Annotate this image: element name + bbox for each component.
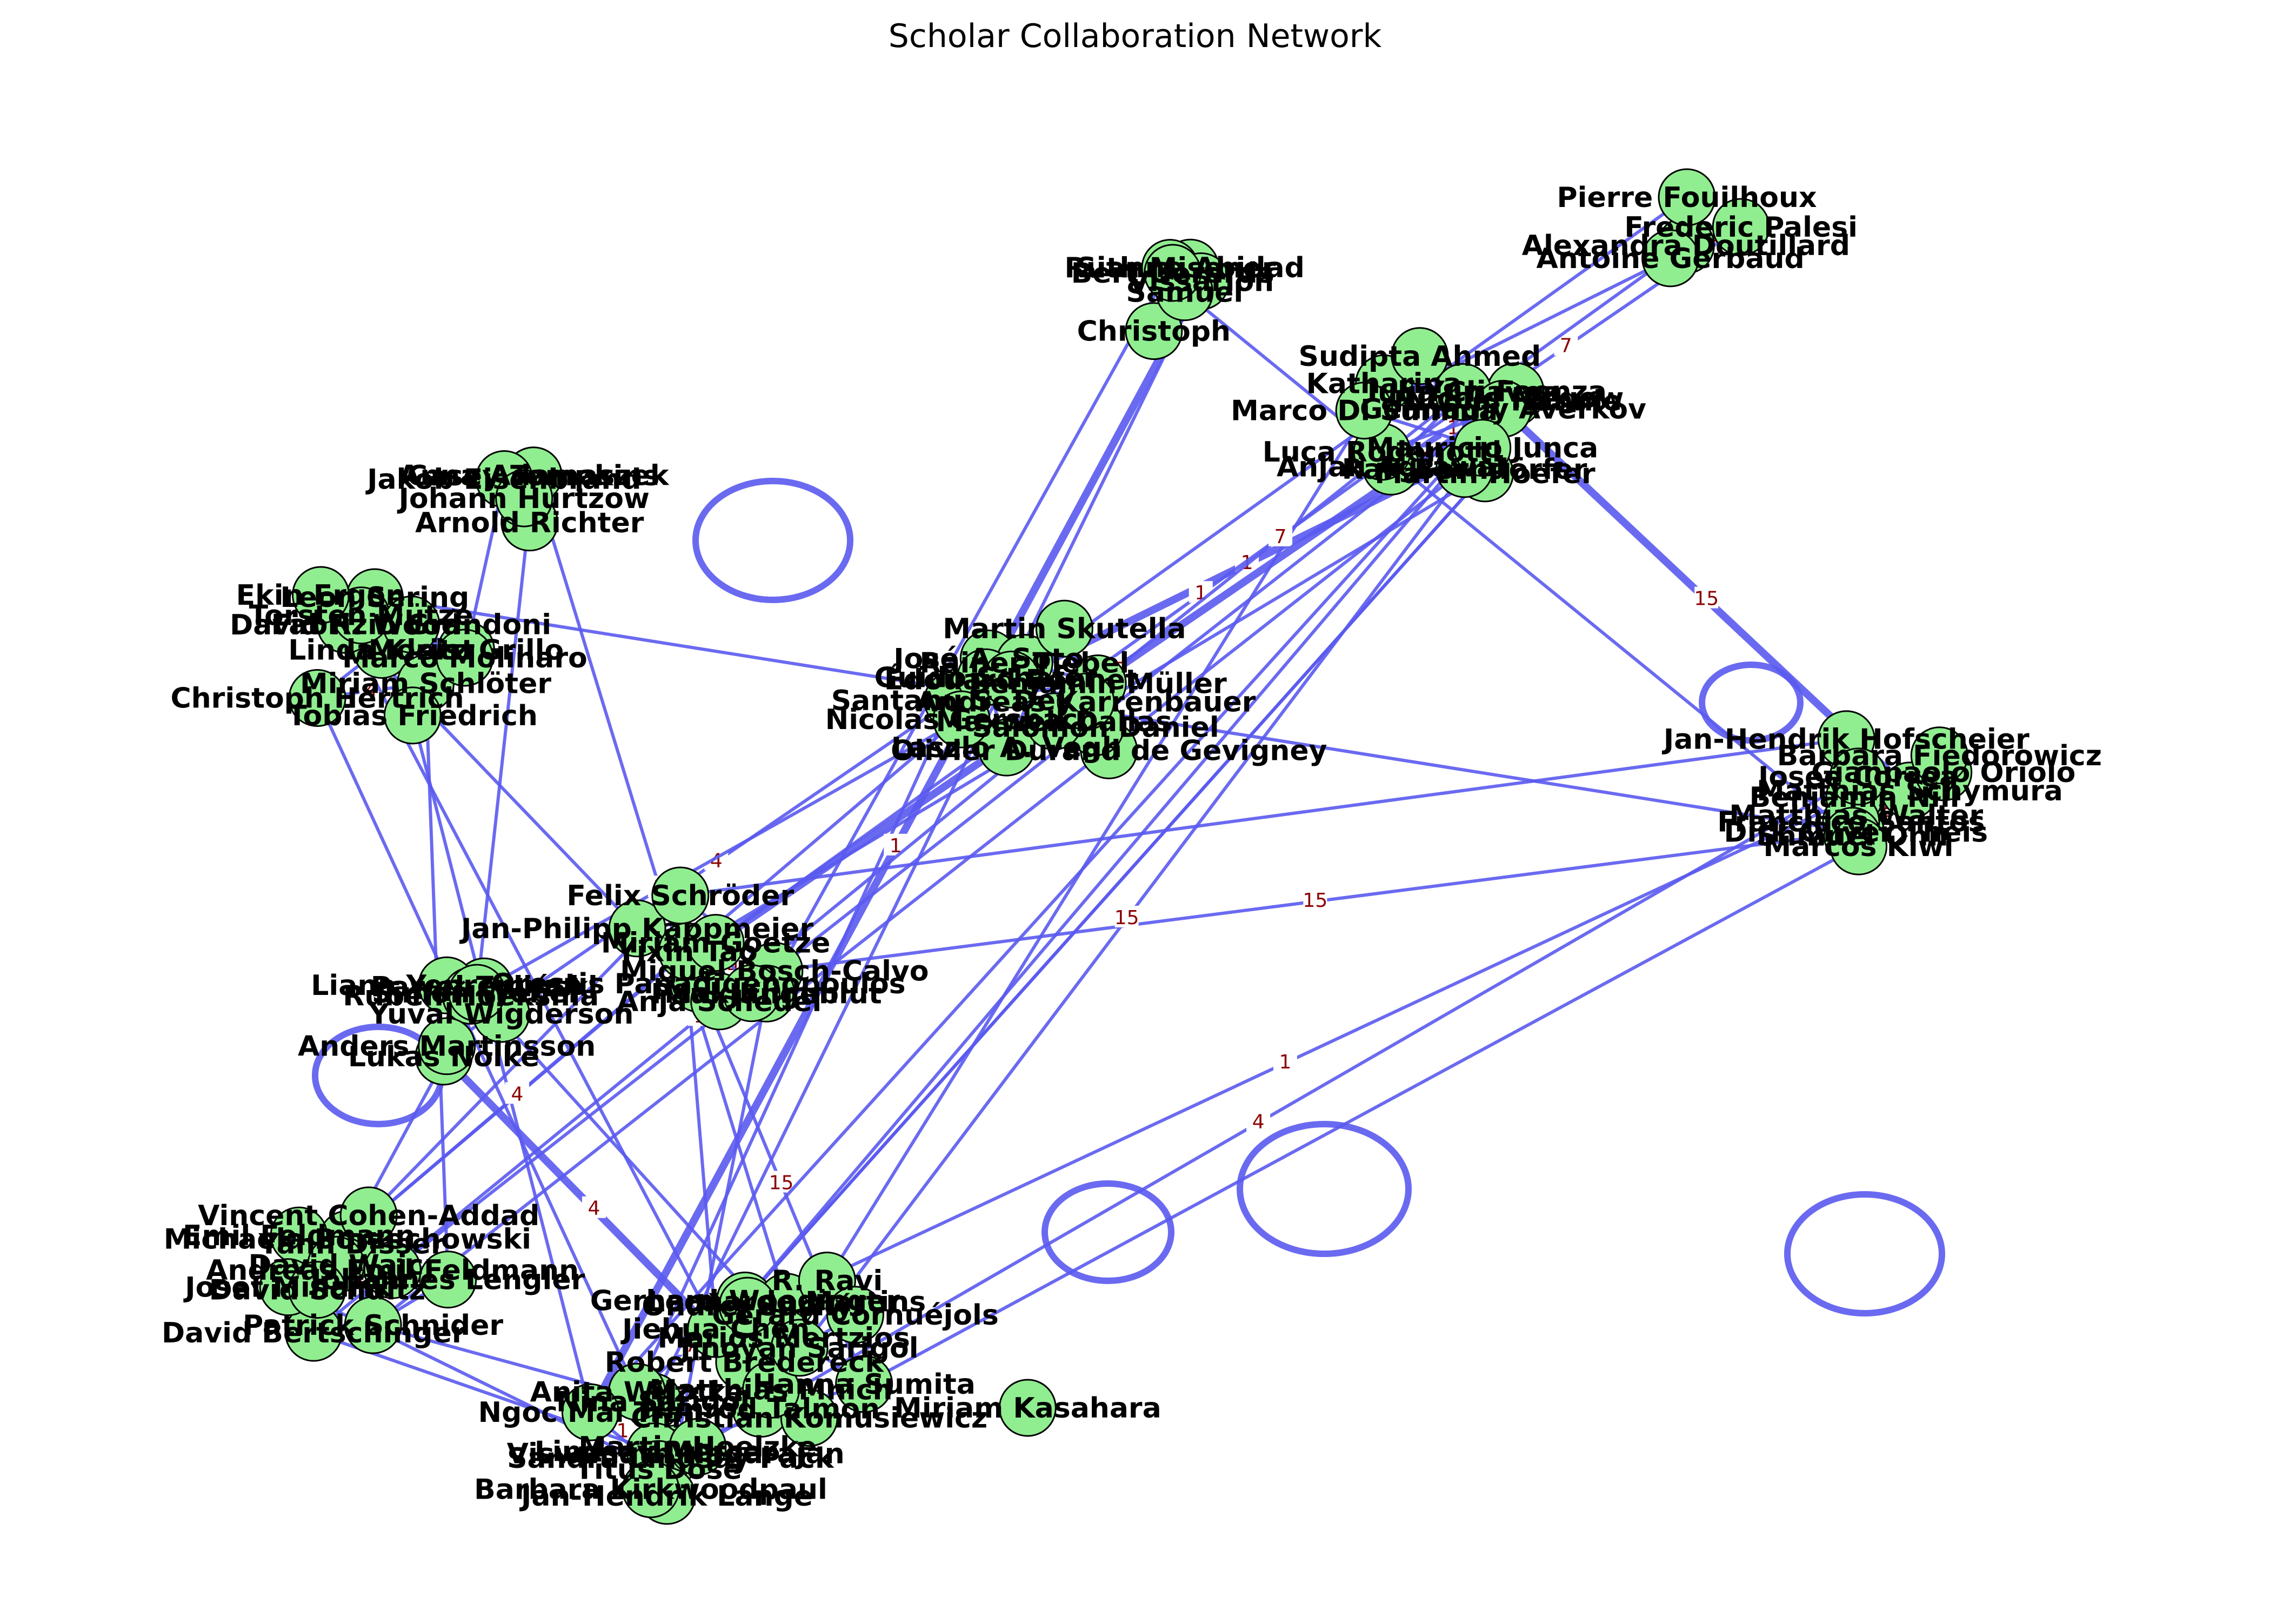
self-loop-edge <box>1240 1124 1408 1254</box>
edge-weight-label: 4 <box>511 1083 523 1105</box>
scholar-name-label: R. Ravi <box>771 1265 883 1298</box>
edge <box>745 409 1503 1300</box>
scholar-name-label: Ekin Ergen <box>236 579 406 612</box>
edge-weight-label: 4 <box>588 1198 600 1220</box>
scholar-name-label: Barbara Kirkwoodpaul <box>474 1474 827 1506</box>
edge-weight-label: 7 <box>1560 335 1572 357</box>
scholar-name-label: David Schultz <box>209 1274 426 1307</box>
scholar-name-label: Mauricio Junca <box>1366 432 1598 465</box>
scholar-name-label: Miriam Kasahara <box>894 1392 1161 1425</box>
scholar-name-label: Bert Gerards <box>1071 257 1274 290</box>
scholar-name-label: Christoph <box>1077 316 1231 348</box>
scholar-name-label: Martin Skutella <box>943 613 1186 645</box>
scholar-name-label: Felix Schröder <box>566 880 794 912</box>
scholar-name-label: Anders Martinsson <box>298 1031 596 1063</box>
nodes-layer <box>260 169 1972 1524</box>
scholar-name-label: Antoine Gerbaud <box>1537 243 1805 275</box>
chart-title: Scholar Collaboration Network <box>0 17 2270 55</box>
scholar-name-label: Pierre Fouilhoux <box>1557 182 1817 214</box>
scholar-name-label: Jinoyan Sarigol <box>679 1332 919 1365</box>
edge-weight-label: 4 <box>1252 1111 1265 1133</box>
scholar-name-label: Miriam Goetze <box>601 927 830 960</box>
scholar-name-label: Nicolas Gersbach <box>825 704 1098 736</box>
scholar-name-label: Johann Hurtzow <box>397 483 650 515</box>
scholar-name-label: Ngoc Mai Tran <box>478 1396 703 1429</box>
scholar-name-label: Édouard Bonnet <box>884 663 1139 696</box>
edge <box>653 281 1201 1401</box>
self-loop-edge <box>696 481 850 600</box>
scholar-name-label: Marcos Kiwi <box>1763 831 1953 863</box>
self-loop-edge <box>1787 1194 1942 1313</box>
edge <box>864 846 1859 1384</box>
scholar-name-label: Barbara Fiedorowicz <box>1777 740 2102 772</box>
scholar-name-label: Gérard Cornuéjols <box>712 1299 999 1332</box>
scholar-name-label: Patrick Schnider <box>243 1309 503 1342</box>
scholar-name-label: Sudipta Ahmed <box>1299 340 1541 373</box>
edge-weight-label: 15 <box>1114 907 1139 929</box>
scholar-name-label: Vincent Cohen-Addad <box>198 1200 539 1232</box>
scholar-name-label: Martin Hoelzke <box>578 1431 817 1463</box>
scholar-name-label: Marco Di Summa <box>1231 395 1498 427</box>
edge-weight-label: 15 <box>1694 588 1719 610</box>
scholar-name-label: Simon Weber <box>372 977 583 1010</box>
edge-weight-label: 7 <box>1274 526 1287 548</box>
edge-weight-label: 1 <box>1279 1051 1291 1073</box>
self-loop-edge <box>1045 1184 1171 1281</box>
scholar-name-label: Marco Molinaro <box>342 642 587 674</box>
scholar-name-label: Tobias Friedrich <box>288 700 538 732</box>
edge-weight-label: 15 <box>1303 890 1327 912</box>
scholar-name-label: Max Klimm <box>664 978 839 1010</box>
edge <box>745 473 1485 1300</box>
edges-layer: 1471514715147151471514715147151471514715… <box>288 197 1944 1503</box>
